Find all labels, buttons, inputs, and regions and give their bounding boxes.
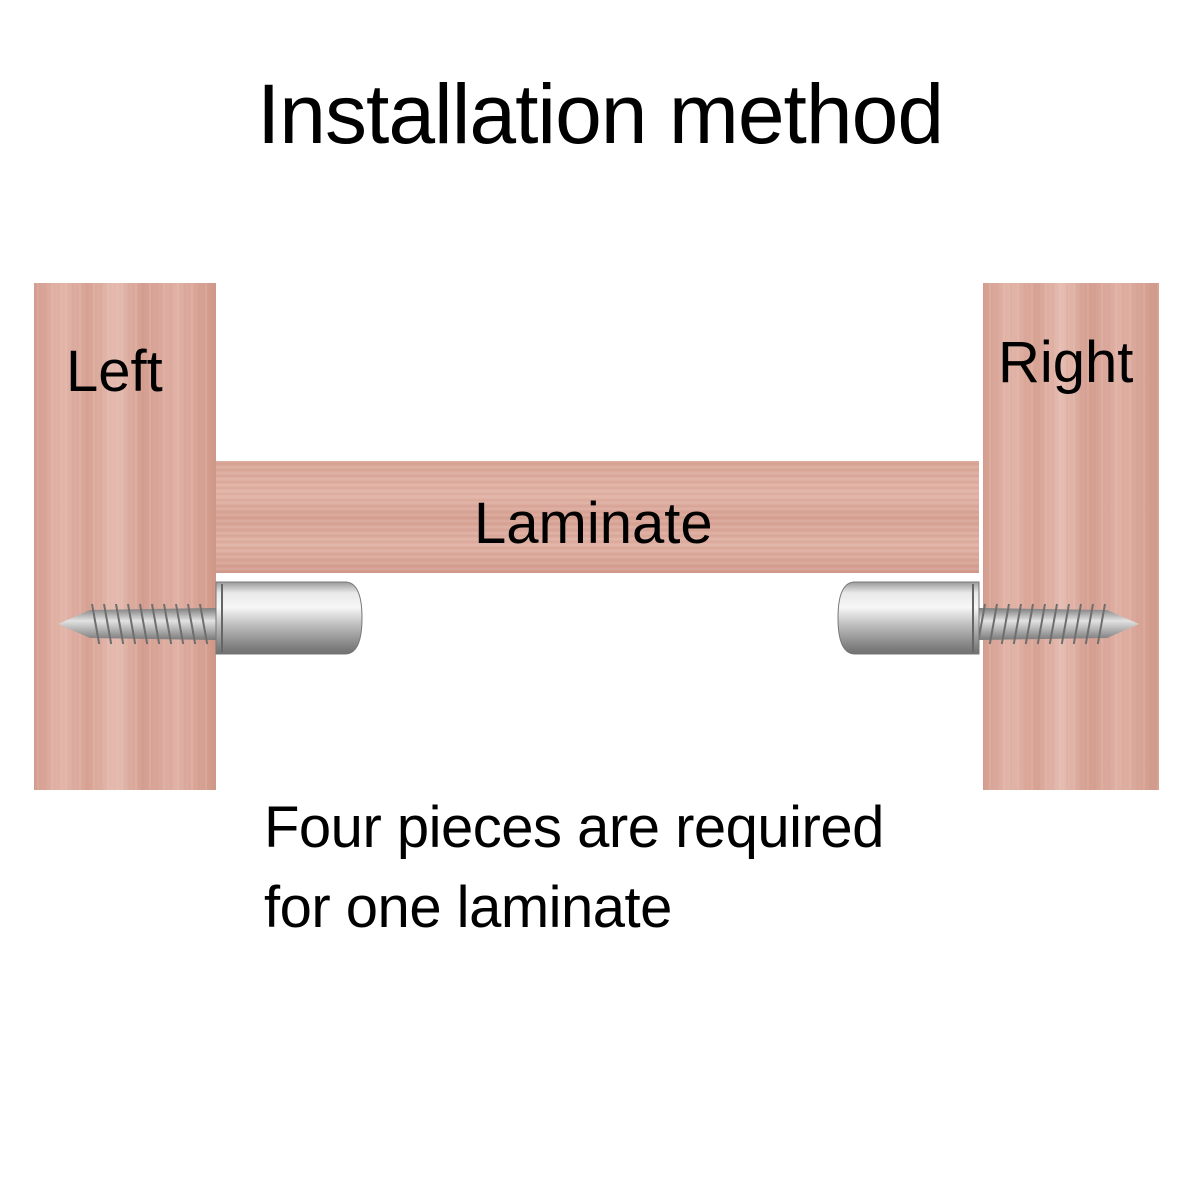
screw-thread-line xyxy=(1048,603,1058,645)
note-line-1: Four pieces are required xyxy=(264,795,884,860)
screw-thread-line xyxy=(91,603,101,645)
right-sleeve xyxy=(837,581,980,655)
screw-thread-line xyxy=(127,603,137,645)
left-board xyxy=(34,283,216,790)
left-support-pin xyxy=(58,581,363,655)
screw-thread-line xyxy=(1084,603,1094,645)
left-screw-thread xyxy=(58,603,216,645)
screw-thread-line xyxy=(1000,603,1010,645)
screw-thread-line xyxy=(115,603,125,645)
screw-thread-line xyxy=(1012,603,1022,645)
screw-thread-line xyxy=(1036,603,1046,645)
screw-thread-line xyxy=(163,603,173,645)
installation-note: Four pieces are required for one laminat… xyxy=(264,788,1064,948)
screw-thread-line xyxy=(988,603,998,645)
right-screw-thread xyxy=(976,603,1139,645)
page-title: Installation method xyxy=(256,67,944,161)
left-sleeve xyxy=(215,581,363,655)
note-line-2: for one laminate xyxy=(264,875,672,940)
screw-thread-line xyxy=(199,603,209,645)
screw-thread-line xyxy=(187,603,197,645)
laminate-shelf xyxy=(216,461,979,573)
screw-thread-line xyxy=(139,603,149,645)
left-label: Left xyxy=(66,339,163,404)
screw-thread-line xyxy=(1072,603,1082,645)
screw-thread-line xyxy=(1024,603,1034,645)
right-label: Right xyxy=(998,330,1133,395)
screw-thread-line xyxy=(1096,603,1106,645)
laminate-label: Laminate xyxy=(474,491,713,556)
screw-thread-line xyxy=(103,603,113,645)
screw-thread-line xyxy=(175,603,185,645)
screw-thread-line xyxy=(151,603,161,645)
screw-thread-line xyxy=(1060,603,1070,645)
right-board xyxy=(983,283,1159,790)
right-support-pin xyxy=(837,581,1139,655)
